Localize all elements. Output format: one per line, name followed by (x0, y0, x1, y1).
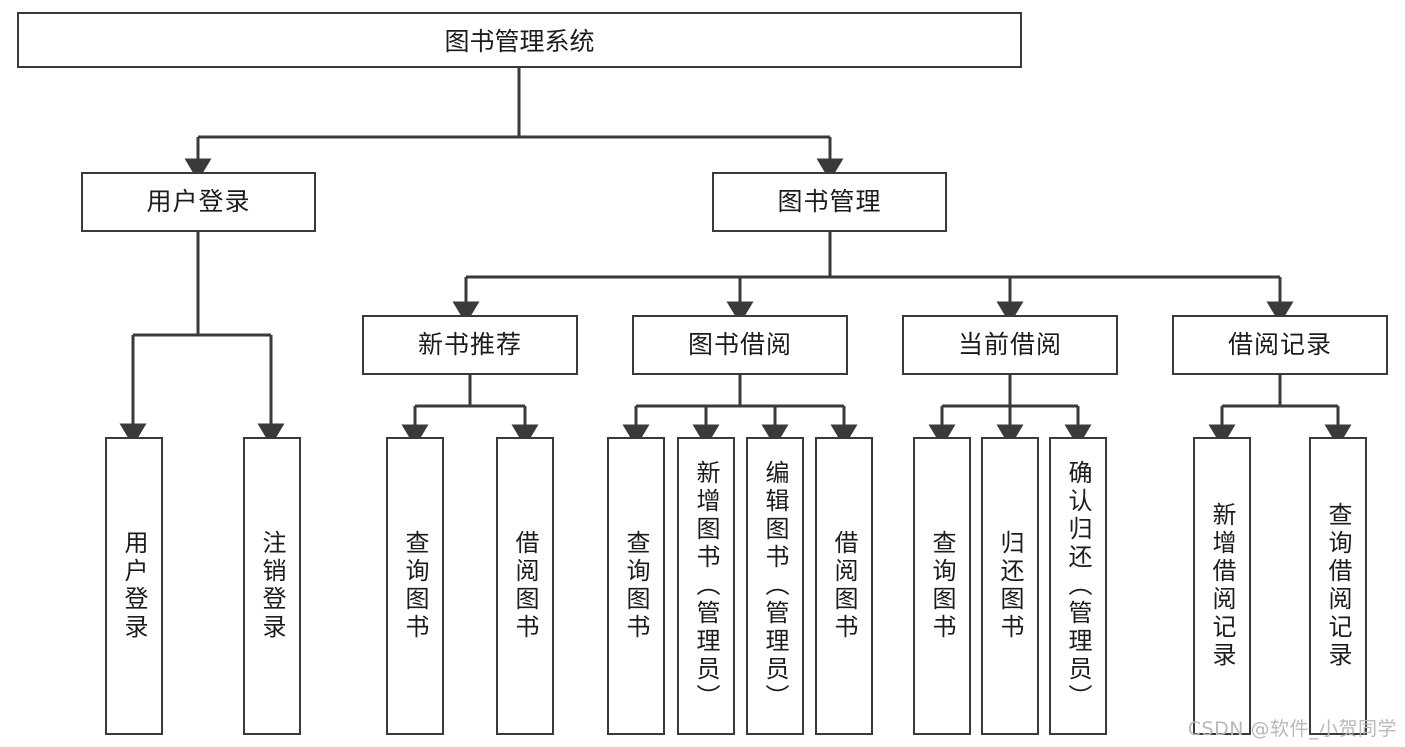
csdn-watermark: CSDN @软件_小贺同学 (1187, 718, 1397, 740)
node-label: 借阅记录 (1227, 330, 1332, 360)
node-label: 图书借阅 (687, 330, 792, 360)
leaf-label: 查询借阅记录 (1324, 502, 1352, 670)
leaf-new-book-borrow-book[interactable]: 借阅图书 (496, 437, 554, 735)
leaf-label: 新增图书（管理员） (692, 460, 720, 712)
leaf-book-borrow-query-book[interactable]: 查询图书 (607, 437, 665, 735)
leaf-label: 编辑图书（管理员） (761, 460, 789, 712)
leaf-new-book-query-book[interactable]: 查询图书 (386, 437, 444, 735)
leaf-user-login-logout[interactable]: 注销登录 (243, 437, 301, 735)
leaf-label: 借阅图书 (830, 530, 858, 642)
leaf-label: 归还图书 (996, 530, 1024, 642)
node-label: 当前借阅 (957, 330, 1062, 360)
node-current-borrowing[interactable]: 当前借阅 (902, 315, 1118, 375)
node-label: 新书推荐 (417, 330, 522, 360)
leaf-label: 新增借阅记录 (1208, 502, 1236, 670)
leaf-label: 查询图书 (928, 530, 956, 642)
leaf-book-borrow-add-book-admin[interactable]: 新增图书（管理员） (677, 437, 735, 735)
node-book-management[interactable]: 图书管理 (712, 172, 947, 232)
leaf-book-borrow-edit-book-admin[interactable]: 编辑图书（管理员） (746, 437, 804, 735)
leaf-label: 查询图书 (622, 530, 650, 642)
node-user-login[interactable]: 用户登录 (81, 172, 316, 232)
node-borrowing-record[interactable]: 借阅记录 (1172, 315, 1388, 375)
node-label: 图书管理 (777, 187, 882, 217)
leaf-book-borrow-borrow-book[interactable]: 借阅图书 (815, 437, 873, 735)
leaf-label: 借阅图书 (511, 530, 539, 642)
leaf-user-login-login[interactable]: 用户登录 (105, 437, 163, 735)
leaf-borrow-record-add-record[interactable]: 新增借阅记录 (1193, 437, 1251, 735)
leaf-borrow-record-query-record[interactable]: 查询借阅记录 (1309, 437, 1367, 735)
leaf-label: 注销登录 (258, 530, 286, 642)
leaf-current-borrow-return-book[interactable]: 归还图书 (981, 437, 1039, 735)
node-book-borrowing[interactable]: 图书借阅 (632, 315, 848, 375)
leaf-label: 用户登录 (120, 530, 148, 642)
leaf-current-borrow-query-book[interactable]: 查询图书 (913, 437, 971, 735)
leaf-label: 查询图书 (401, 530, 429, 642)
node-label: 用户登录 (146, 187, 251, 217)
leaf-current-borrow-confirm-return-admin[interactable]: 确认归还（管理员） (1049, 437, 1107, 735)
node-label: 图书管理系统 (444, 27, 595, 56)
leaf-label: 确认归还（管理员） (1064, 460, 1092, 712)
node-new-book-recommendation[interactable]: 新书推荐 (362, 315, 578, 375)
node-root-book-management-system[interactable]: 图书管理系统 (17, 12, 1022, 68)
